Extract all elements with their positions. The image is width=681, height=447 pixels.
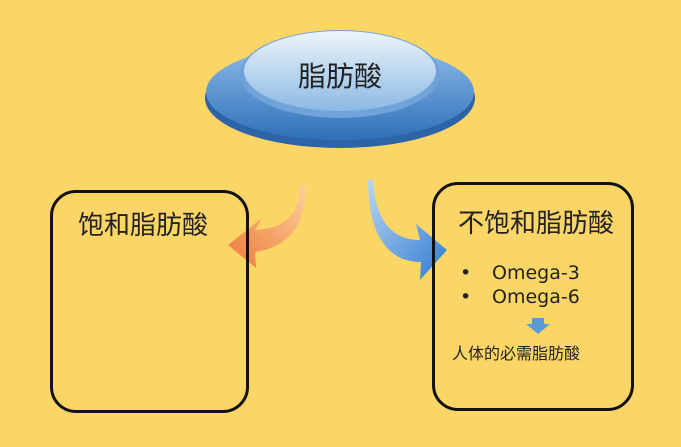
bullet-dot: • [460,286,472,308]
center-disc [205,30,475,148]
down-arrow-icon [526,318,550,334]
essential-fatty-acid-note: 人体的必需脂肪酸 [452,344,581,363]
list-item: • Omega-3 [460,262,580,284]
unsaturated-fat-box [432,182,634,411]
saturated-fat-title: 饱和脂肪酸 [78,211,209,241]
right-arrow [368,180,447,280]
center-label: 脂肪酸 [297,60,382,93]
saturated-fat-box [50,190,249,413]
bullet-dot: • [460,262,472,284]
unsaturated-fat-title: 不饱和脂肪酸 [458,209,615,239]
item-omega-6: Omega-6 [492,286,580,308]
list-item: • Omega-6 [460,286,580,308]
item-omega-3: Omega-3 [492,262,580,284]
